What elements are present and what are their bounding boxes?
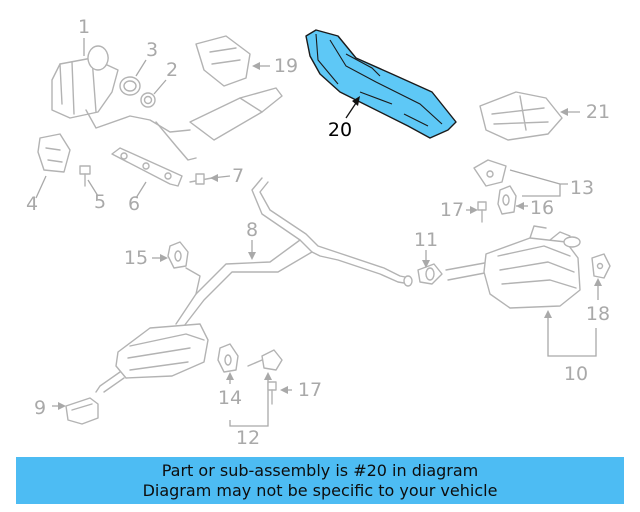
callout-7: 7 [232, 165, 244, 187]
part-bolt-5 [79, 165, 91, 187]
parts-diagram: 1 3 2 4 5 6 7 [26, 16, 611, 449]
callout-10: 10 [564, 363, 588, 385]
part-bolt-17-upper [477, 201, 487, 223]
info-banner: Part or sub-assembly is #20 in diagram D… [16, 457, 624, 504]
banner-line-2: Diagram may not be specific to your vehi… [142, 480, 498, 500]
part-bracket-18 [591, 253, 611, 279]
part-bracket [37, 133, 71, 173]
part-rubber-mount-16 [497, 185, 517, 215]
callout-15: 15 [124, 247, 148, 269]
callout-5: 5 [94, 191, 106, 213]
part-hanger-strip [111, 147, 183, 187]
callout-16: 16 [530, 197, 554, 219]
part-heat-shield-20-highlighted [305, 29, 457, 139]
part-tailpipe-tip [65, 397, 99, 425]
callout-14: 14 [218, 387, 242, 409]
callout-6: 6 [128, 193, 140, 215]
part-hanger-14 [217, 343, 239, 373]
callout-3: 3 [146, 39, 158, 61]
exhaust-system-drawing: 1 3 2 4 5 6 7 [26, 16, 611, 449]
callout-9: 9 [34, 397, 46, 419]
part-bolt-7 [189, 173, 213, 185]
part-exhaust-pipe [175, 177, 413, 327]
callout-8: 8 [246, 219, 258, 241]
callout-18: 18 [586, 303, 610, 325]
callout-2: 2 [166, 59, 178, 81]
callout-17-lower: 17 [298, 379, 322, 401]
part-catalytic-converter [51, 45, 283, 161]
callout-20: 20 [328, 119, 352, 141]
part-gasket-ring [119, 76, 141, 96]
callout-4: 4 [26, 193, 38, 215]
part-front-muffler [95, 323, 209, 393]
part-rear-muffler [445, 225, 581, 309]
part-small-ring [140, 92, 156, 108]
callout-17-upper: 17 [440, 199, 464, 221]
part-bracket-13 [473, 159, 507, 187]
callout-13: 13 [570, 177, 594, 199]
part-bracket-12 [247, 349, 283, 371]
part-heat-shield-21 [479, 91, 563, 141]
part-heat-shield-19 [195, 35, 251, 87]
banner-line-1: Part or sub-assembly is #20 in diagram [161, 460, 479, 480]
callout-19: 19 [274, 55, 298, 77]
part-clamp-11 [417, 263, 443, 285]
callout-1: 1 [78, 16, 90, 38]
callout-12: 12 [236, 427, 260, 449]
part-bolt-17-lower [267, 381, 277, 405]
part-hanger-15 [167, 241, 189, 269]
callout-21: 21 [586, 101, 610, 123]
callout-11: 11 [414, 229, 438, 251]
